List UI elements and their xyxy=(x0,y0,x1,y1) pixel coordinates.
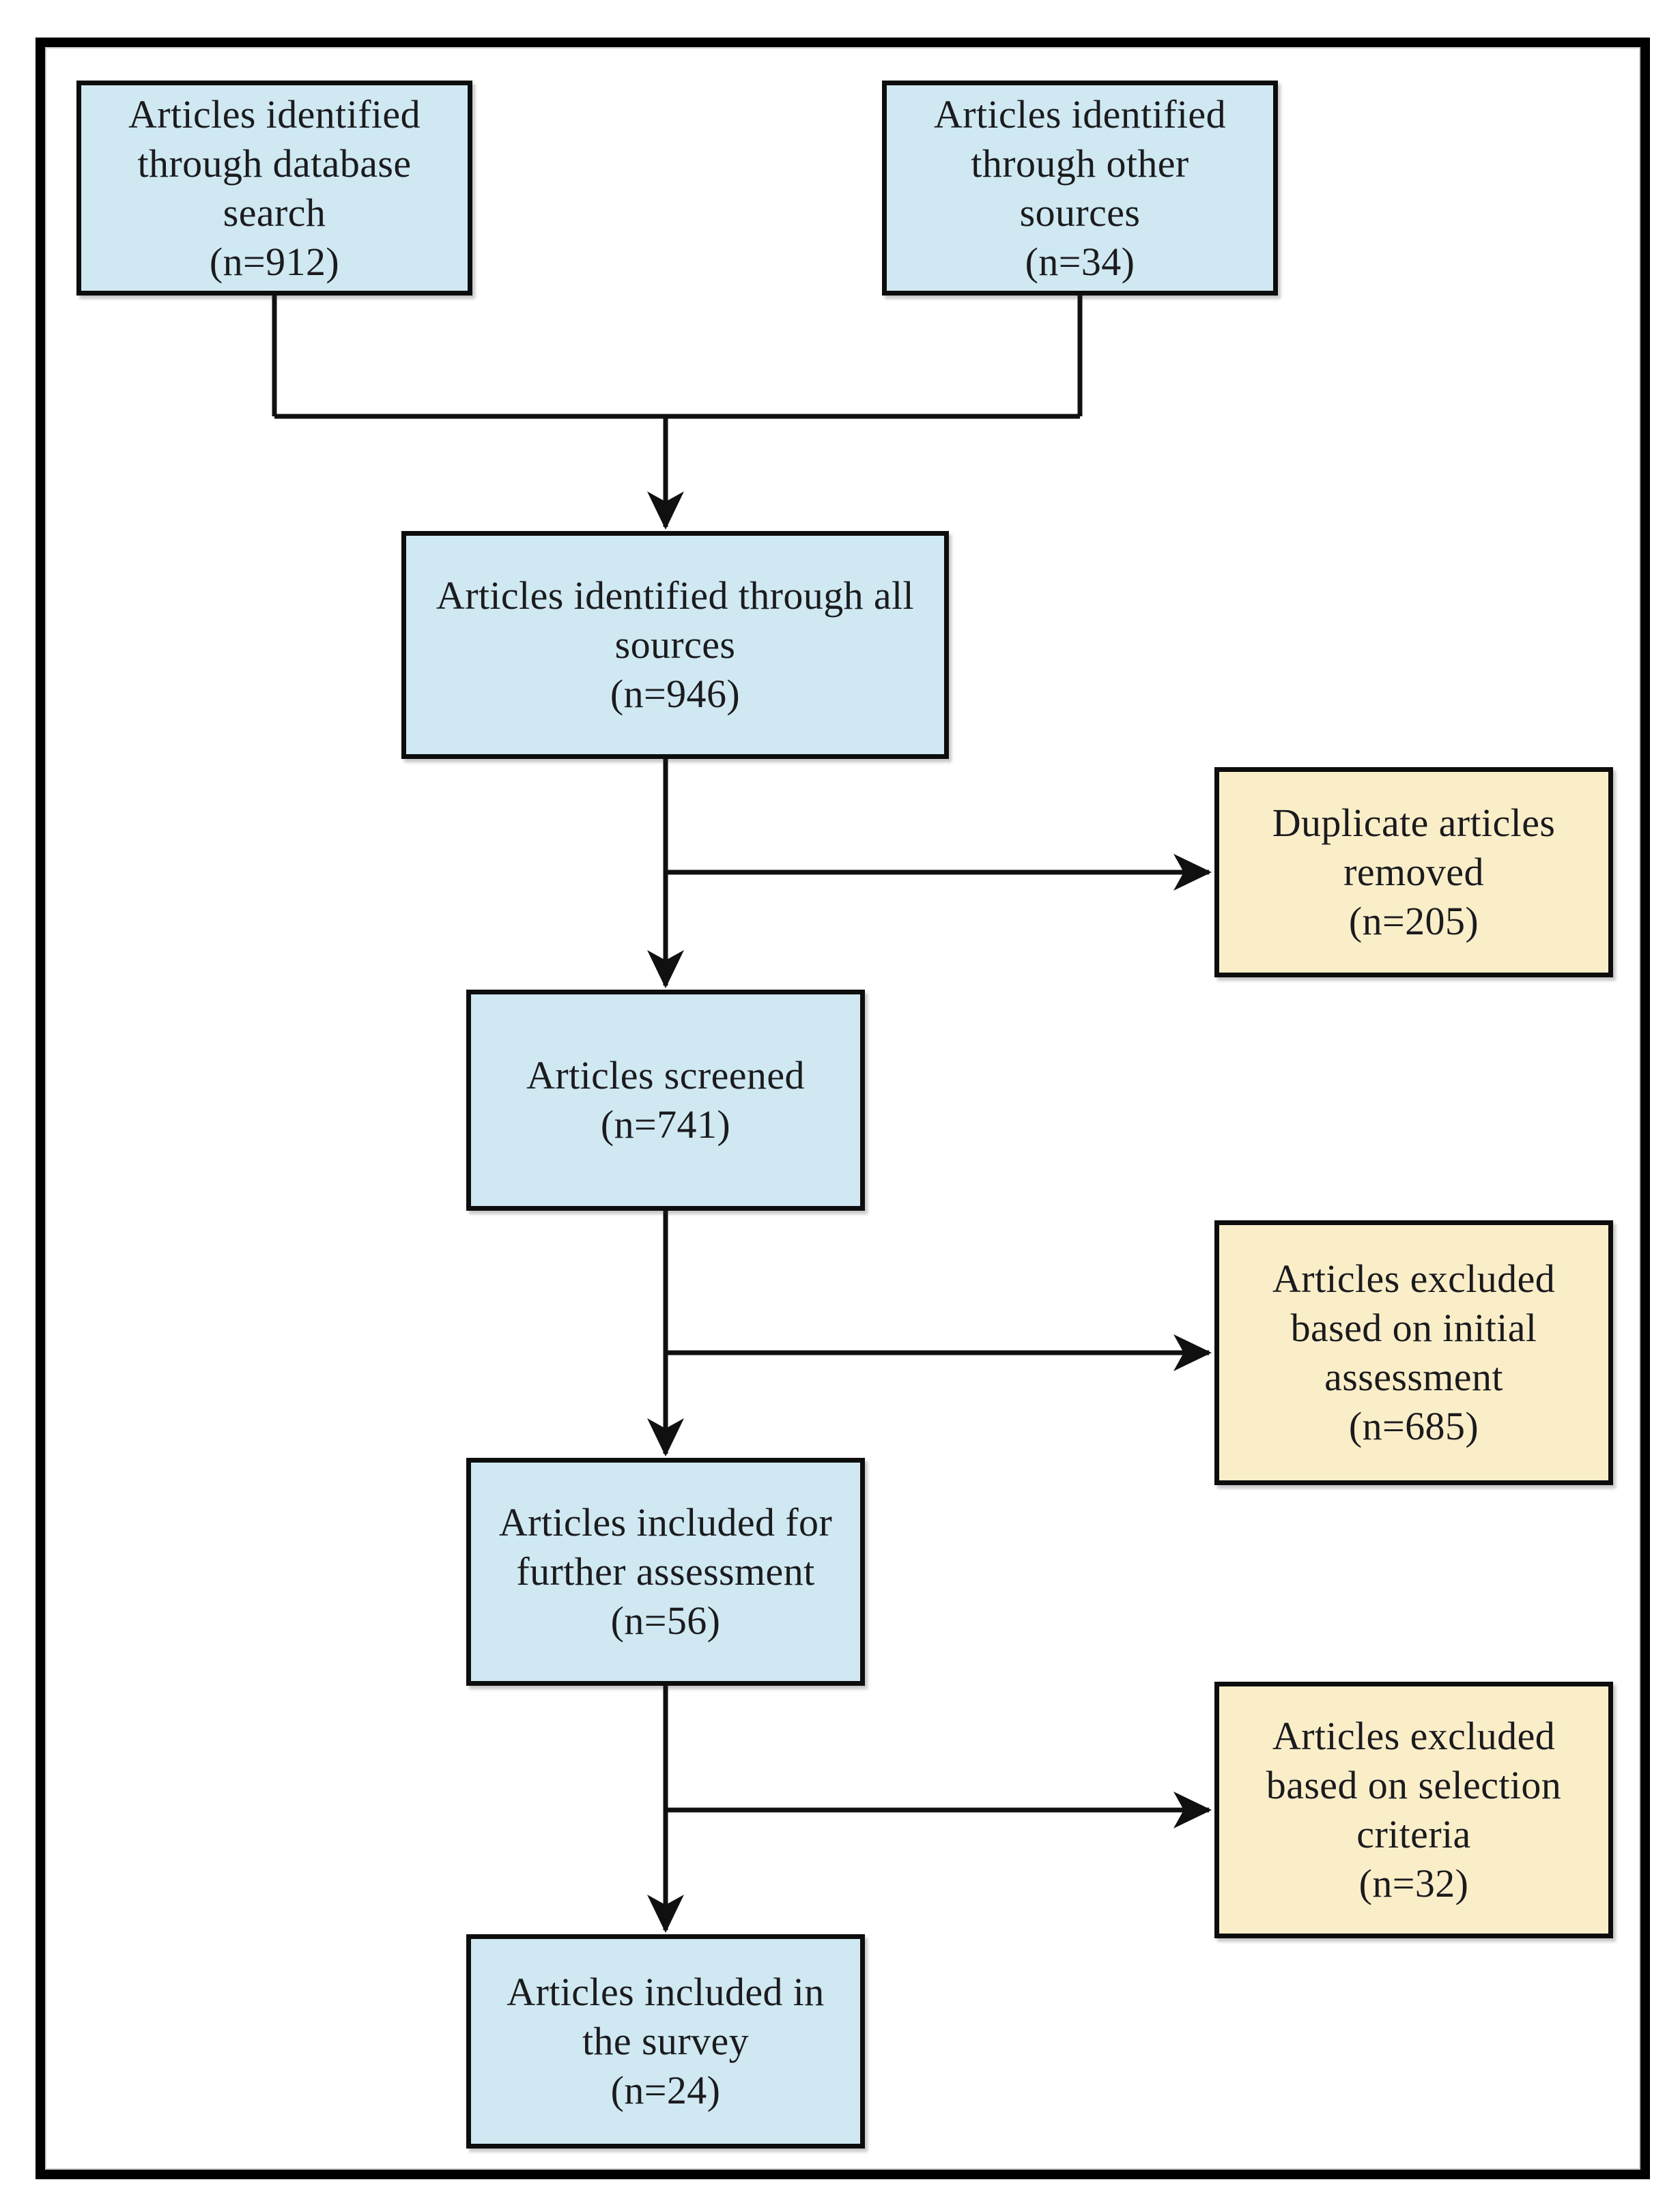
node-database-search: Articles identified through database sea… xyxy=(76,81,472,296)
node-included-survey-label: Articles included in the survey (n=24) xyxy=(507,1970,825,2112)
node-excluded-initial-assessment-label: Articles excluded based on initial asses… xyxy=(1272,1256,1556,1448)
outer-frame xyxy=(35,38,1650,2179)
node-included-further-assessment-label: Articles included for further assessment… xyxy=(498,1500,833,1643)
node-other-sources-label: Articles identified through other source… xyxy=(934,91,1226,284)
node-all-sources-label: Articles identified through all sources … xyxy=(436,573,915,716)
node-screened: Articles screened (n=741) xyxy=(466,990,865,1211)
node-other-sources: Articles identified through other source… xyxy=(882,81,1278,296)
node-included-survey: Articles included in the survey (n=24) xyxy=(466,1934,865,2149)
node-excluded-selection-criteria: Articles excluded based on selection cri… xyxy=(1214,1682,1613,1938)
node-all-sources: Articles identified through all sources … xyxy=(401,531,949,759)
node-included-further-assessment: Articles included for further assessment… xyxy=(466,1458,865,1686)
node-screened-label: Articles screened (n=741) xyxy=(526,1053,805,1147)
node-duplicates-removed: Duplicate articles removed (n=205) xyxy=(1214,767,1613,977)
node-duplicates-removed-label: Duplicate articles removed (n=205) xyxy=(1272,801,1556,943)
node-excluded-selection-criteria-label: Articles excluded based on selection cri… xyxy=(1266,1714,1562,1906)
node-database-search-label: Articles identified through database sea… xyxy=(128,91,421,284)
node-excluded-initial-assessment: Articles excluded based on initial asses… xyxy=(1214,1220,1613,1485)
